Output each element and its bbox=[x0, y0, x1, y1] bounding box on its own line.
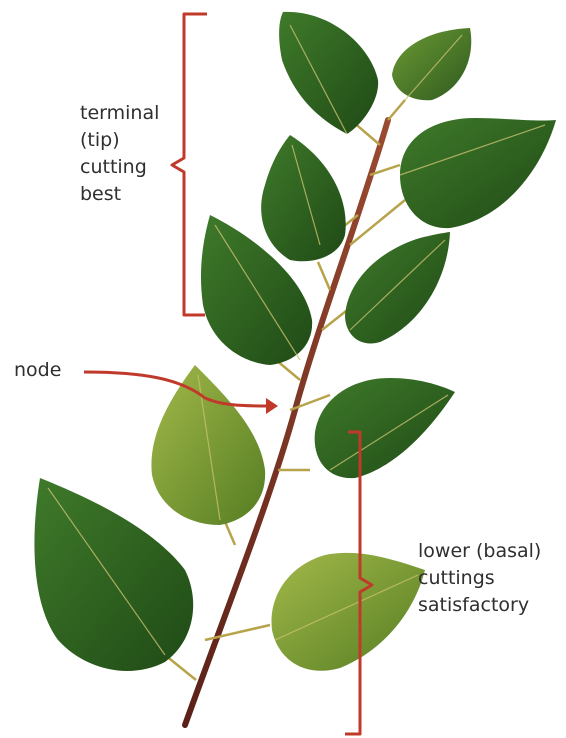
leaf bbox=[345, 232, 450, 343]
leaf bbox=[279, 12, 378, 134]
terminal-cutting-label: terminal (tip) cutting best bbox=[80, 100, 159, 208]
node-arrowhead bbox=[266, 398, 278, 414]
leaf bbox=[315, 378, 455, 478]
terminal-label-line: cutting bbox=[80, 154, 159, 181]
terminal-label-line: best bbox=[80, 181, 159, 208]
leaf bbox=[400, 118, 556, 228]
lower-label-line: lower (basal) bbox=[418, 538, 541, 565]
lower-label-line: satisfactory bbox=[418, 592, 541, 619]
node-label: node bbox=[14, 357, 61, 384]
lower-label-line: cuttings bbox=[418, 565, 541, 592]
lower-cuttings-label: lower (basal) cuttings satisfactory bbox=[418, 538, 541, 619]
node-label-text: node bbox=[14, 357, 61, 384]
terminal-label-line: (tip) bbox=[80, 127, 159, 154]
leaf bbox=[261, 135, 346, 261]
terminal-label-line: terminal bbox=[80, 100, 159, 127]
leaf bbox=[34, 478, 193, 671]
leaf bbox=[272, 553, 425, 671]
